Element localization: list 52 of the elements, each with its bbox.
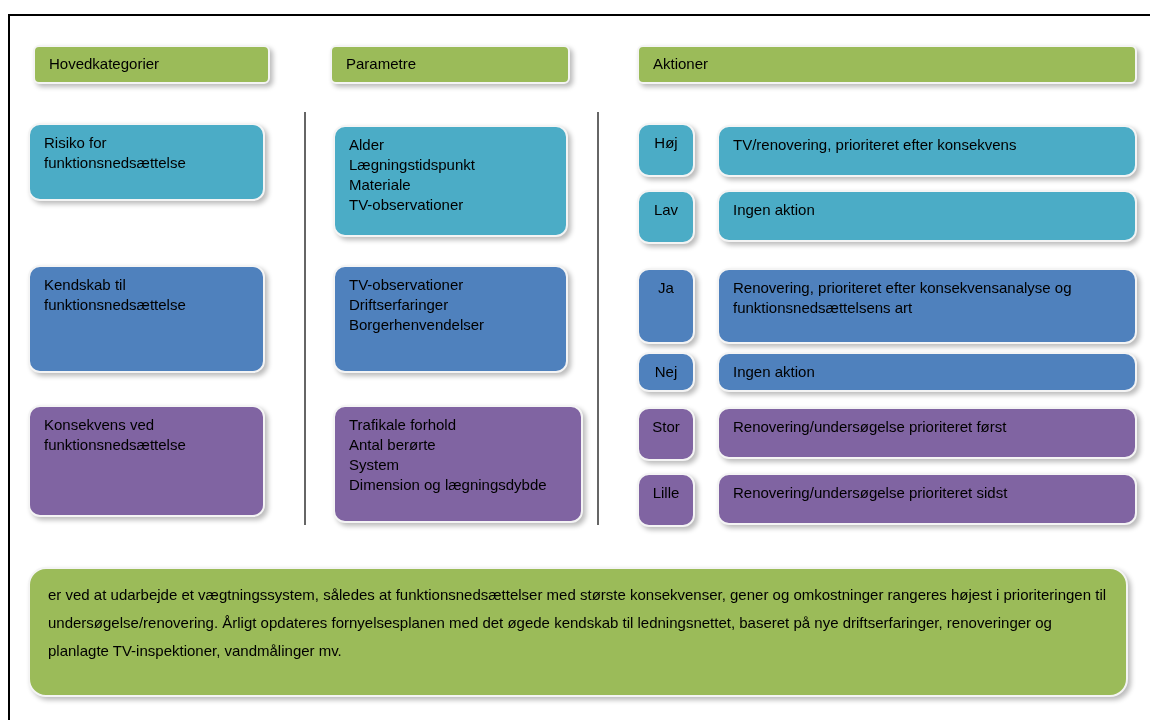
level-card <box>637 473 695 527</box>
header-text: Hovedkategorier <box>49 54 161 74</box>
parameter-text: Antal berørte <box>349 435 437 455</box>
category-card <box>28 123 265 201</box>
level-text: Ja <box>657 278 675 298</box>
parameter-text: Alder <box>349 135 386 155</box>
action-card <box>717 473 1137 525</box>
parameter-text: TV-observationer <box>349 275 465 295</box>
level-text: Stor <box>651 417 681 437</box>
action-text: Ingen aktion <box>733 362 816 382</box>
column-header <box>637 45 1137 84</box>
action-text: Renovering/undersøgelse prioriteret først <box>733 417 1008 437</box>
category-card <box>28 265 265 373</box>
note-text: er ved at udarbejde et vægtningssystem, således at funktionsnedsættelser med største konsekvenser, gener og omkostninger rangeres højest i prioriteringen til undersøgelse/renovering. Årligt opdateres fornyelsesplanen med det øgede kendskab til ledningsnettet, baseret på nye driftserfaringer, renoveringer og planlagte TV-inspektioner, vandmålinger mv. <box>48 585 1108 661</box>
category-card <box>28 405 265 517</box>
action-text: Renovering/undersøgelse prioriteret sidst <box>733 483 1009 503</box>
action-card <box>717 125 1137 177</box>
action-text: Ingen aktion <box>733 200 816 220</box>
level-card <box>637 352 695 392</box>
level-text: Nej <box>653 362 679 382</box>
level-card <box>637 407 695 461</box>
parameter-card <box>333 265 568 373</box>
action-card <box>717 352 1137 392</box>
parameter-text: Borgerhenvendelser <box>349 315 486 335</box>
level-card <box>637 190 695 244</box>
parameter-card <box>333 405 583 523</box>
category-text: Risiko for funktionsnedsættelse <box>44 133 187 173</box>
parameter-text: Lægningstidspunkt <box>349 155 476 175</box>
note-card <box>28 567 1128 697</box>
parameter-text: Dimension og lægningsdybde <box>349 475 548 495</box>
category-text: Kendskab til funktionsnedsættelse <box>44 275 187 315</box>
parameter-text: System <box>349 455 400 475</box>
parameter-text: Driftserfaringer <box>349 295 450 315</box>
action-card <box>717 190 1137 242</box>
column-header <box>330 45 570 84</box>
parameter-card <box>333 125 568 237</box>
level-text: Lav <box>652 200 680 220</box>
action-text: Renovering, prioriteret efter konsekvensanalyse og funktionsnedsættelsens art <box>733 278 1073 318</box>
level-card <box>637 123 695 177</box>
level-card <box>637 268 695 344</box>
column-header <box>33 45 270 84</box>
level-text: Lille <box>651 483 681 503</box>
parameter-text: TV-observationer <box>349 195 465 215</box>
action-card <box>717 268 1137 344</box>
category-text: Konsekvens ved funktionsnedsættelse <box>44 415 187 455</box>
level-text: Høj <box>653 133 679 153</box>
parameter-text: Materiale <box>349 175 412 195</box>
header-text: Parametre <box>346 54 418 74</box>
header-text: Aktioner <box>653 54 710 74</box>
action-card <box>717 407 1137 459</box>
parameter-text: Trafikale forhold <box>349 415 457 435</box>
action-text: TV/renovering, prioriteret efter konsekvens <box>733 135 1018 155</box>
